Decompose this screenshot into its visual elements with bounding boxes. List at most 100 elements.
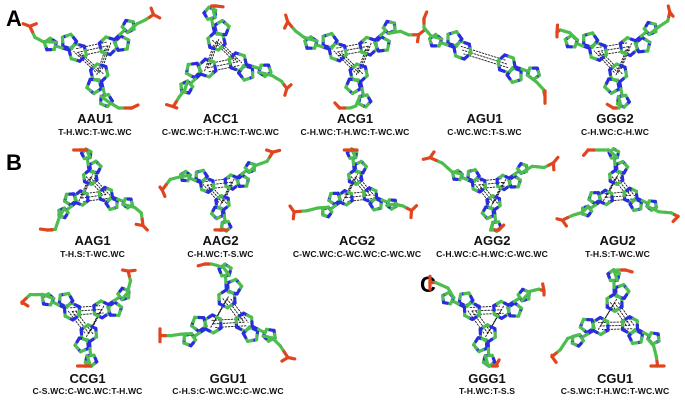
phosphate-oxygen [158, 185, 164, 192]
hydrogen-bond [89, 176, 107, 196]
structure-name: ACG1 [336, 111, 374, 126]
structure-acg2: ACG2 C-WC.WC:C-WC.WC:C-WC.WC [282, 147, 432, 284]
sugar-ring [580, 212, 587, 217]
structure-ggg1: GGG1 T-H.WC:T-S.S [428, 268, 546, 404]
phosphate-oxygen [288, 204, 296, 214]
glycosidic-bond [612, 157, 617, 166]
structure-aag1: AAG1 T-H.S:T-WC.WC [20, 147, 165, 284]
molecule-cgu1 [550, 268, 666, 368]
base-ring [92, 89, 100, 96]
hydrogen-bond [469, 305, 500, 308]
sugar-ring [42, 41, 48, 48]
molecule-aag1 [38, 147, 149, 232]
phosphate-oxygen [422, 10, 429, 21]
structure-name: ACG2 [338, 233, 376, 248]
hydrogen-bond [222, 181, 233, 204]
sugar-ring [130, 200, 135, 207]
structure-name: AGU1 [466, 111, 503, 126]
phosphate-oxygen [284, 13, 290, 24]
glycosidic-bond [493, 213, 498, 223]
glycosidic-bond [640, 199, 649, 205]
base-ring [617, 283, 626, 288]
hydrogen-bond [358, 45, 369, 74]
phosphate-oxygen [555, 23, 560, 34]
molecule-aag2 [158, 148, 282, 233]
hydrogen-bond [471, 309, 502, 312]
structure-name: GGG1 [468, 371, 506, 386]
structure-name: AGU2 [599, 233, 636, 248]
structure-name: AAG2 [202, 233, 239, 248]
phosphate-oxygen [126, 268, 137, 273]
base-ring [515, 176, 522, 182]
molecule-agu2 [555, 147, 680, 228]
structure-code: T-H.S:T-WC.WC [585, 249, 650, 259]
hydrogen-bond [462, 49, 507, 65]
phosphate-oxygen [623, 268, 634, 274]
sugar-ring [268, 66, 273, 74]
structure-code: C-WC.WC:T-S.WC [447, 127, 522, 137]
phosphate-oxygen [38, 227, 50, 232]
glycosidic-bond [460, 175, 469, 182]
phosphate-oxygen [28, 22, 38, 28]
hydrogen-bond [71, 308, 102, 312]
glycosidic-bond [380, 198, 389, 204]
hydrogen-bond [206, 40, 217, 69]
structure-agu1: AGU1 C-WC.WC:T-S.WC [422, 4, 547, 140]
hydrogen-bond [463, 53, 509, 69]
structure-name: CCG1 [69, 371, 106, 386]
structure-agu2: AGU2 T-H.S:T-WC.WC [555, 147, 680, 284]
base-ring [609, 89, 617, 95]
glycosidic-bond [512, 169, 521, 177]
glycosidic-bond [188, 176, 197, 183]
structure-code: C-WC.WC:C-WC.WC:C-WC.WC [292, 249, 422, 259]
phosphate-oxygen [214, 4, 225, 9]
structure-acg1: ACG1 C-H.WC:T-H.WC:T-WC.WC [280, 4, 430, 140]
sugar-ring [364, 102, 370, 109]
hydrogen-bond [478, 181, 504, 186]
base-ring [327, 198, 334, 205]
sugar-ring [204, 5, 211, 12]
molecule-agu1 [422, 10, 547, 105]
sugar-ring [127, 19, 135, 24]
glycosidic-bond [116, 197, 125, 203]
molecule-acg1 [282, 13, 426, 110]
sugar-ring [622, 102, 629, 109]
phosphate-oxygen [333, 101, 342, 110]
phosphate-oxygen [165, 102, 175, 109]
hydrogen-bond [617, 46, 630, 74]
structure-ggg2: GGG2 C-H.WC:C-H.WC [555, 4, 675, 140]
hydrogen-bond [80, 176, 91, 199]
base-ring [91, 159, 98, 165]
structure-ggu1: GGU1 C-H.S:C-WC.WC:C-WC.WC [158, 262, 298, 404]
molecule-ccg1 [20, 268, 137, 368]
sugar-ring [40, 295, 45, 303]
glycosidic-bond [240, 169, 248, 176]
phosphate-oxygen [671, 214, 680, 224]
base-ring [63, 199, 70, 205]
base-ring [243, 175, 251, 181]
structure-code: C-H.S:C-WC.WC:C-WC.WC [172, 386, 284, 396]
base-ring [578, 325, 586, 332]
structure-cgu1: CGU1 C-S.WC:T-H.WC:T-WC.WC [550, 268, 680, 404]
hydrogen-bond [212, 39, 235, 62]
base-ring [644, 38, 652, 44]
structure-ccg1: CCG1 C-S.WC:C-WC.WC:T-H.WC [20, 268, 155, 404]
hydrogen-bond [206, 181, 233, 186]
glycosidic-bond [85, 157, 90, 167]
hydrogen-bond [471, 310, 489, 334]
sugar-ring [272, 332, 277, 340]
hydrogen-bond [354, 176, 371, 196]
hydrogen-bond [77, 45, 109, 53]
structure-aag2: AAG2 C-H.WC:T-S.WC [158, 148, 283, 284]
hydrogen-bond [345, 176, 356, 199]
phosphate-oxygen [555, 217, 564, 222]
molecule-ggg1 [428, 274, 546, 368]
molecule-acc1 [165, 4, 293, 110]
sugar-ring [182, 341, 190, 347]
structure-code: C-S.WC:T-H.WC:T-WC.WC [560, 386, 670, 396]
base-ring [230, 277, 238, 283]
sugar-ring [389, 20, 396, 25]
molecule-ggu1 [158, 262, 297, 363]
base-ring [116, 303, 124, 309]
phosphate-oxygen [280, 355, 290, 363]
